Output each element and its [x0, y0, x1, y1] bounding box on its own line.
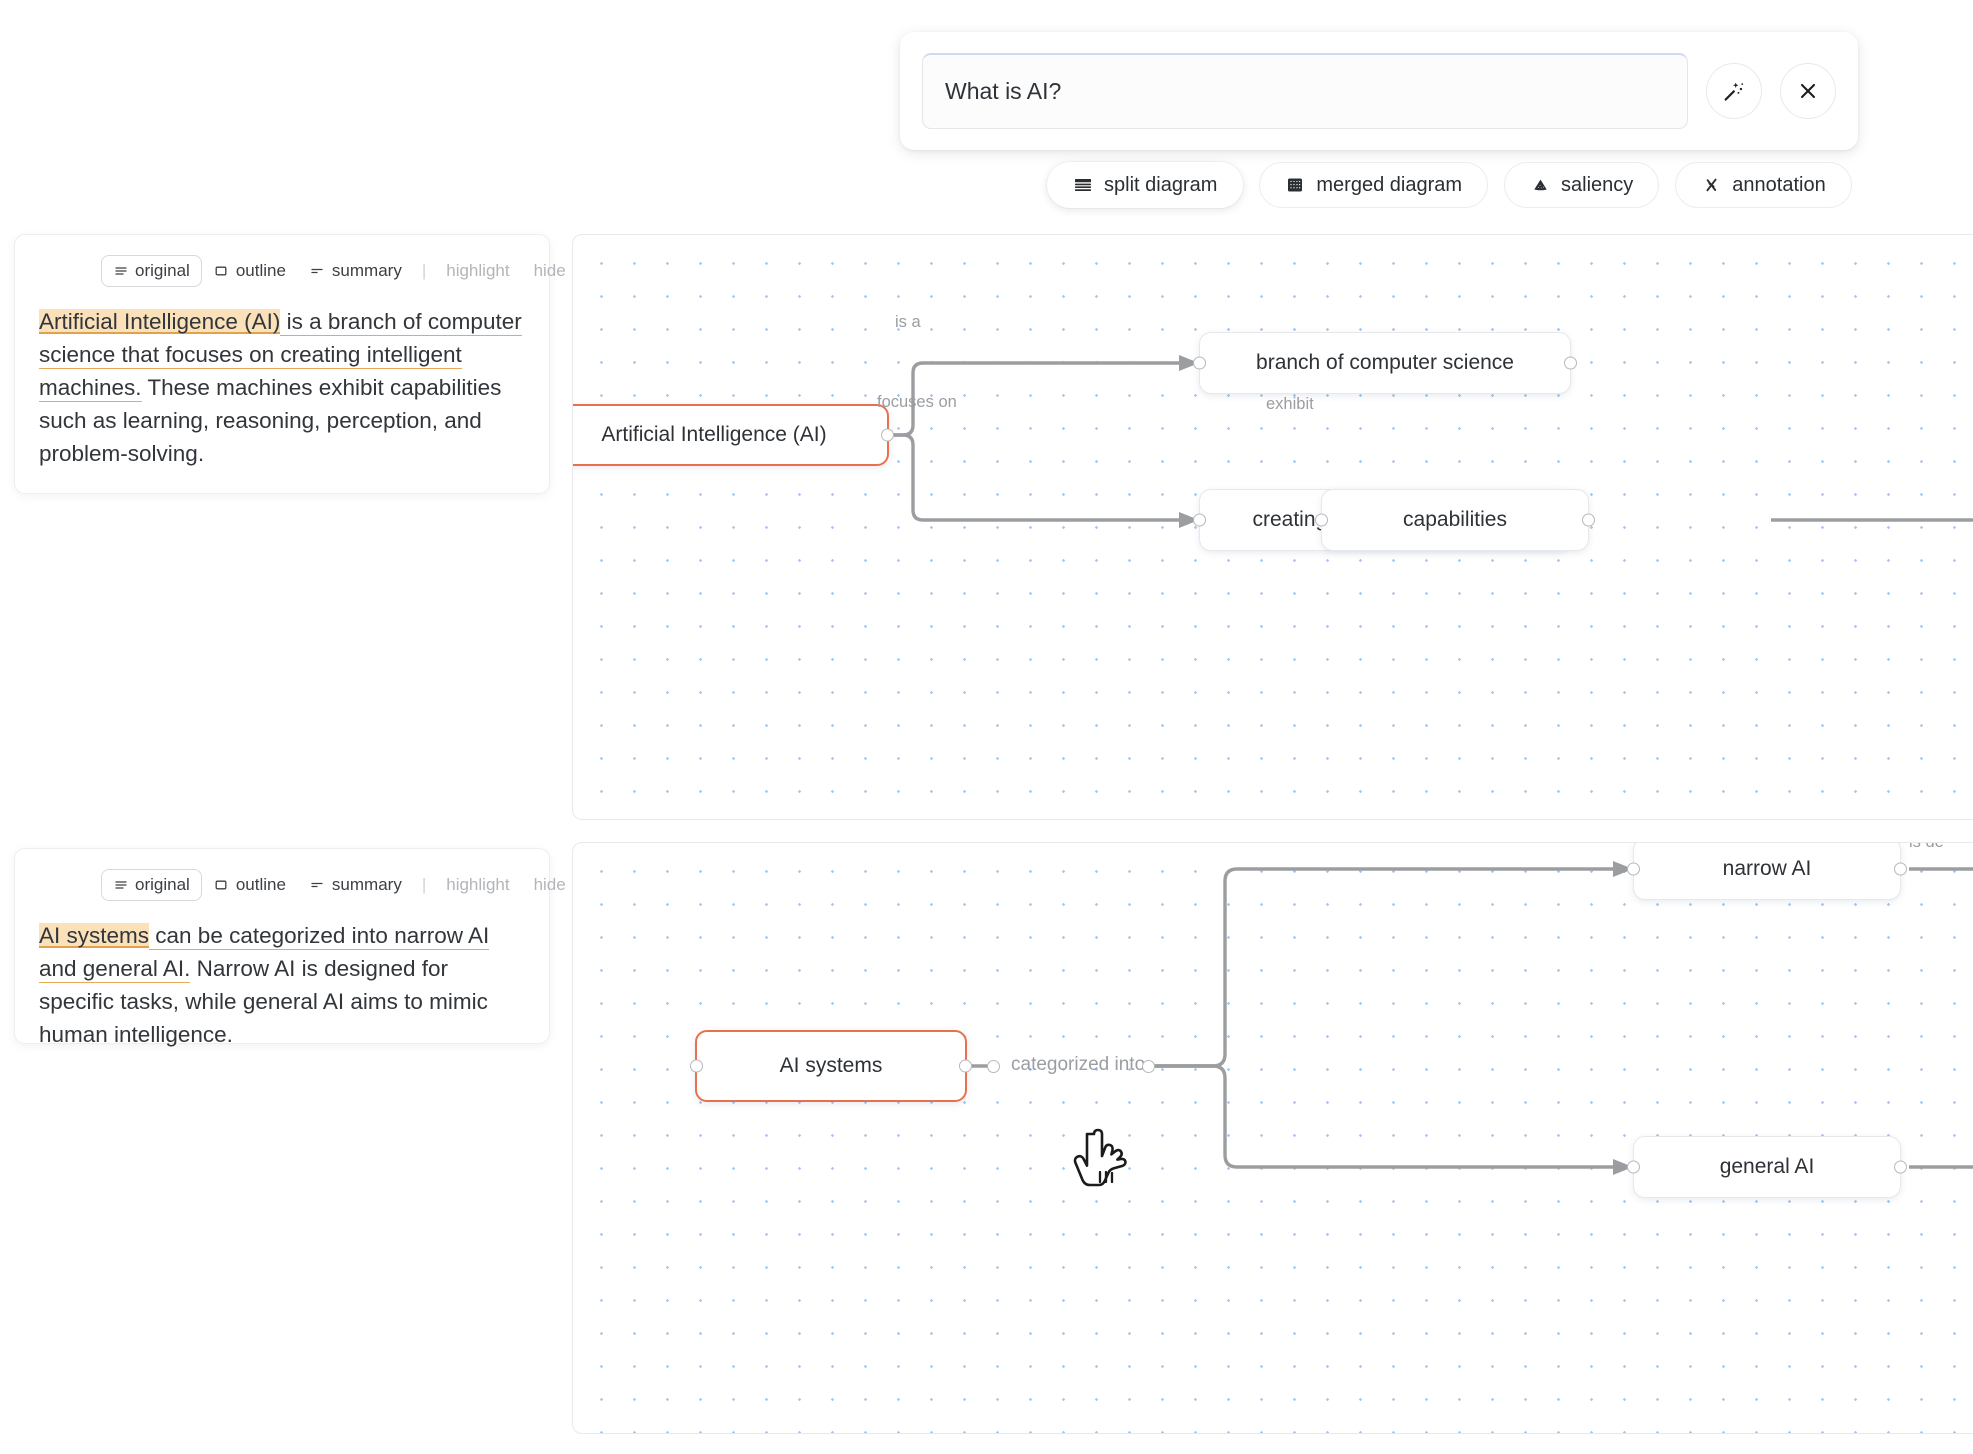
original-lines-icon [113, 264, 128, 279]
card-1-original-button[interactable]: original [101, 255, 202, 287]
query-bar [900, 32, 1858, 150]
diagram-2-node-general-ai[interactable]: general AI [1627, 1136, 1907, 1198]
close-query-button[interactable] [1780, 63, 1836, 119]
card-2-toolbar: original outline summary | [39, 869, 566, 901]
node-port-left[interactable] [1627, 862, 1640, 876]
node-port-right[interactable] [1894, 862, 1907, 876]
label: highlight [446, 261, 510, 280]
card-2-plain-text: Narrow AI is designed for specific tasks… [39, 956, 488, 1047]
card-2-original-button[interactable]: original [101, 869, 202, 901]
edge-label-is-a: is a [895, 313, 921, 331]
node-port-right[interactable] [1564, 356, 1577, 370]
card-1-hide-button[interactable]: hide [522, 255, 578, 287]
label: outline [235, 875, 286, 894]
toolbar-separator: | [421, 261, 427, 280]
tab-label: merged diagram [1316, 173, 1463, 196]
square-outline-icon [214, 264, 229, 279]
toolbar-separator: | [421, 875, 427, 894]
card-1-outline-button[interactable]: outline [202, 255, 298, 287]
edge-label-is-designed: is de [1909, 842, 1944, 851]
card-1-toolbar: original outline summary | [39, 255, 566, 287]
node-label: capabilities [1403, 508, 1507, 531]
card-2-summary-button[interactable]: summary [298, 869, 414, 901]
node-port-right[interactable] [959, 1059, 972, 1073]
node-port-left[interactable] [1193, 513, 1206, 527]
text-card-2: original outline summary | [14, 848, 566, 1047]
label: original [135, 875, 190, 894]
card-2-outline-button[interactable]: outline [202, 869, 298, 901]
diagram-1-node-artificial-intelligence[interactable]: Artificial Intelligence (AI) [573, 404, 894, 466]
card-1-summary-button[interactable]: summary [298, 255, 414, 287]
tab-label: saliency [1561, 173, 1634, 196]
node-port-left[interactable] [1193, 356, 1206, 370]
diagram-1-node-branch-of-computer-science[interactable]: branch of computer science [1193, 332, 1577, 394]
node-label: Artificial Intelligence (AI) [601, 423, 827, 446]
edge-label-focuses-on: focuses on [877, 393, 957, 411]
card-2-underlined-span[interactable]: can be categorized into narrow AI and ge… [39, 923, 490, 983]
mountain-icon [1530, 175, 1550, 195]
card-2-hide-button[interactable]: hide [522, 869, 578, 901]
tab-merged-diagram[interactable]: merged diagram [1259, 162, 1489, 208]
diagram-2-node-narrow-ai[interactable]: narrow AI [1627, 843, 1907, 900]
square-outline-icon [214, 878, 229, 893]
split-rows-icon [1073, 175, 1093, 195]
node-port-right[interactable] [1582, 513, 1595, 527]
text-card-1: original outline summary | [14, 234, 566, 494]
card-2-body: AI systems can be categorized into narro… [39, 919, 525, 1051]
diagram-canvas-2[interactable]: categorized into is de AI systems narrow… [572, 842, 1973, 1434]
label: summary [331, 261, 402, 280]
edge-midpoint-port-left[interactable] [987, 1060, 1000, 1073]
filled-square-icon [1285, 175, 1305, 195]
edge-label-categorized-into: categorized into [1011, 1054, 1146, 1075]
edge-label-exhibit: exhibit [1266, 395, 1314, 413]
label: hide [533, 261, 566, 280]
node-port-left[interactable] [690, 1059, 703, 1073]
node-label: AI systems [779, 1054, 883, 1077]
view-mode-tabs: split diagram merged diagram [1047, 162, 1852, 208]
label: hide [533, 875, 566, 894]
diagram-1-edges [859, 355, 1973, 528]
node-port-right[interactable] [881, 428, 894, 442]
node-port-left[interactable] [1627, 1160, 1640, 1174]
magic-wand-icon [1721, 78, 1747, 104]
tab-saliency[interactable]: saliency [1504, 162, 1660, 208]
tab-split-diagram[interactable]: split diagram [1047, 162, 1244, 208]
node-port-left[interactable] [1315, 513, 1328, 527]
close-icon [1796, 79, 1820, 103]
node-port-right[interactable] [1894, 1160, 1907, 1174]
tab-label: annotation [1732, 173, 1826, 196]
tab-label: split diagram [1104, 173, 1218, 196]
label: highlight [446, 875, 510, 894]
node-label: branch of computer science [1256, 351, 1514, 374]
label: original [135, 261, 190, 280]
summary-lines-icon [310, 878, 325, 893]
node-label: general AI [1719, 1155, 1815, 1178]
card-1-underlined-span[interactable]: is a branch of computer science that foc… [39, 309, 522, 402]
tab-annotation[interactable]: annotation [1675, 162, 1852, 208]
card-1-plain-text: These machines exhibit capabilities such… [39, 375, 502, 466]
card-2-highlight-button[interactable]: highlight [434, 869, 521, 901]
node-label: narrow AI [1722, 857, 1812, 880]
pen-slash-icon [1701, 175, 1721, 195]
diagram-canvas-1[interactable]: is a focuses on exhibit Artificial Intel… [572, 234, 1973, 820]
card-1-highlight-button[interactable]: highlight [434, 255, 521, 287]
diagram-2-node-ai-systems[interactable]: AI systems [690, 1030, 972, 1102]
original-lines-icon [113, 878, 128, 893]
edge-midpoint-port-right[interactable] [1142, 1060, 1155, 1073]
card-2-highlighted-span[interactable]: AI systems [39, 923, 150, 948]
generate-button[interactable] [1706, 63, 1762, 119]
label: outline [235, 261, 286, 280]
card-1-body: Artificial Intelligence (AI) is a branch… [39, 305, 525, 470]
label: summary [331, 875, 402, 894]
summary-lines-icon [310, 264, 325, 279]
card-1-highlighted-span[interactable]: Artificial Intelligence (AI) [39, 309, 281, 334]
diagram-1-node-capabilities[interactable]: capabilities [1315, 489, 1595, 551]
query-input[interactable] [922, 53, 1688, 129]
